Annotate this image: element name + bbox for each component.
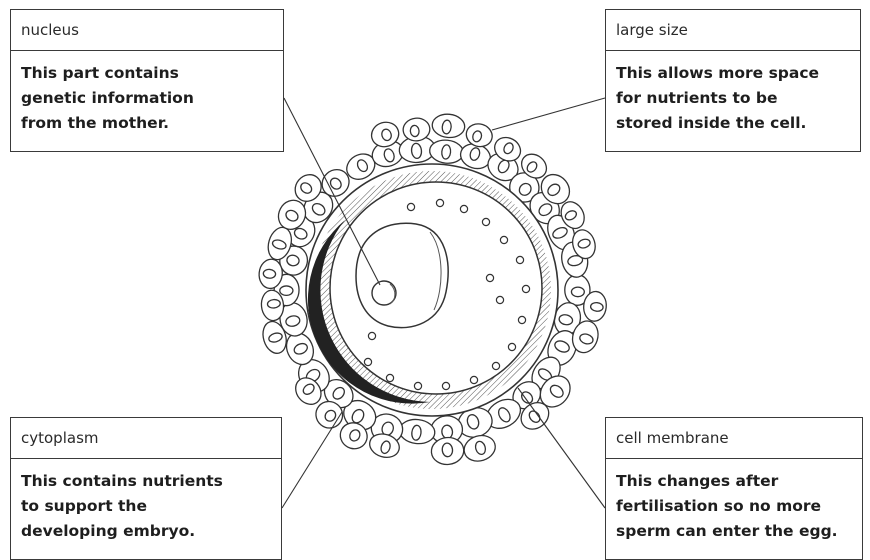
cell-membrane-label-title: cell membrane: [606, 418, 862, 459]
cytoplasm-granule: [414, 382, 421, 389]
follicle-cell: [429, 138, 465, 164]
cytoplasm-label-box: cytoplasm This contains nutrients to sup…: [10, 417, 282, 560]
follicle-cell: [398, 418, 436, 446]
cytoplasm-text-line-3: developing embryo.: [21, 519, 271, 544]
large-size-text-line-2: for nutrients to be: [616, 86, 850, 111]
cytoplasm-granule: [442, 382, 449, 389]
cytoplasm-granule: [460, 205, 467, 212]
cytoplasm-granule: [518, 316, 525, 323]
cytoplasm-granule: [516, 256, 523, 263]
large-size-text-line-1: This allows more space: [616, 61, 850, 86]
cytoplasm-granule: [522, 285, 529, 292]
leader-line-size: [492, 98, 605, 130]
follicle-cell: [431, 113, 466, 139]
nucleus-label-title: nucleus: [11, 10, 283, 51]
cell-membrane-text-line-3: sperm can enter the egg.: [616, 519, 852, 544]
cytoplasm-granule: [496, 296, 503, 303]
cytoplasm-granule: [500, 236, 507, 243]
large-size-label-title: large size: [606, 10, 860, 51]
cell-membrane-label-text: This changes after fertilisation so no m…: [606, 459, 862, 550]
cytoplasm-granule: [386, 374, 393, 381]
large-size-label-text: This allows more space for nutrients to …: [606, 51, 860, 142]
cytoplasm-granule: [492, 362, 499, 369]
cytoplasm-label-title: cytoplasm: [11, 418, 281, 459]
leader-line-membrane: [518, 388, 605, 508]
cytoplasm-granule: [364, 358, 371, 365]
large-size-label-box: large size This allows more space for nu…: [605, 9, 861, 152]
cell-membrane-text-line-1: This changes after: [616, 469, 852, 494]
cytoplasm-label-text: This contains nutrients to support the d…: [11, 459, 281, 550]
cytoplasm-granule: [368, 332, 375, 339]
cytoplasm-text-line-2: to support the: [21, 494, 271, 519]
nucleus-text-line-2: genetic information: [21, 86, 273, 111]
cytoplasm-granule: [436, 199, 443, 206]
cytoplasm-granule: [486, 274, 493, 281]
nucleus-text-line-3: from the mother.: [21, 111, 273, 136]
leader-line-cytoplasm: [282, 412, 342, 508]
large-size-text-line-3: stored inside the cell.: [616, 111, 850, 136]
nucleus-label-text: This part contains genetic information f…: [11, 51, 283, 142]
cell-membrane-label-box: cell membrane This changes after fertili…: [605, 417, 863, 560]
follicle-cell: [461, 432, 498, 465]
cytoplasm-text-line-1: This contains nutrients: [21, 469, 271, 494]
cytoplasm-granule: [482, 218, 489, 225]
nucleus-text-line-1: This part contains: [21, 61, 273, 86]
cell-membrane-text-line-2: fertilisation so no more: [616, 494, 852, 519]
cytoplasm-granule: [470, 376, 477, 383]
nucleus-label-box: nucleus This part contains genetic infor…: [10, 9, 284, 152]
cytoplasm-granule: [508, 343, 515, 350]
cytoplasm-granule: [407, 203, 414, 210]
